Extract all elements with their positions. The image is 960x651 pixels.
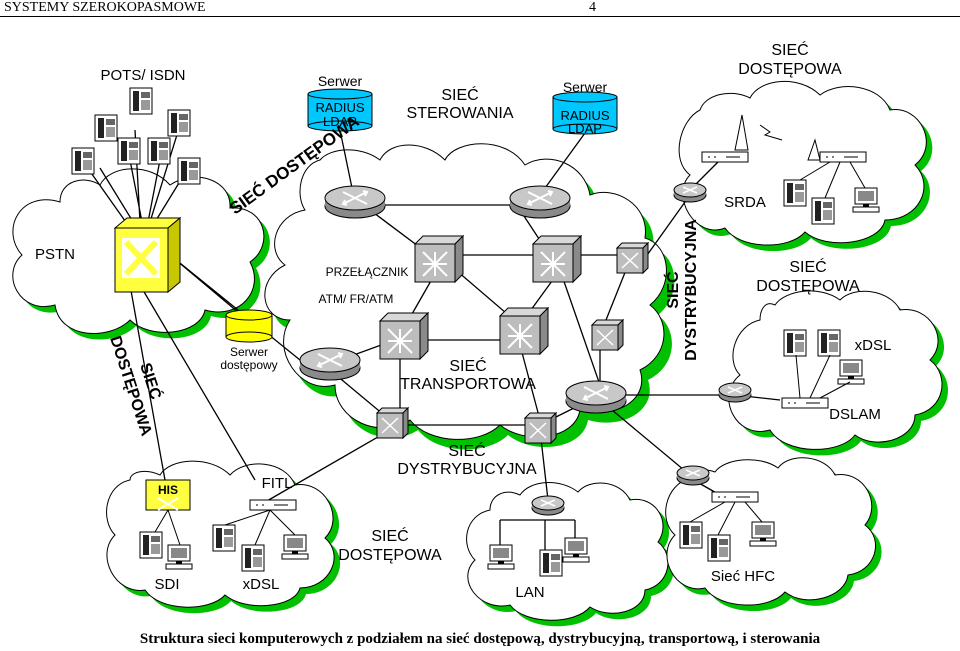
router-dslam [718,382,752,403]
router-top-right [509,185,571,219]
label-ldap-right: LDAP [568,121,602,136]
atm-switch-3 [379,312,429,360]
label-siec-transportowa-1: SIEĆ [449,356,486,375]
label-siec-dystrybucyjna-2: DYSTRYBUCYJNA [397,461,537,478]
router-right [565,380,627,414]
router-left [299,347,361,381]
dist-switch-3 [376,407,409,439]
router-lan [531,495,565,516]
label-przelacznik: PRZEŁĄCZNIK [326,265,409,279]
label-his: HIS [158,483,178,497]
label-siec-dostepowa-tr-1: SIEĆ [771,40,808,59]
atm-switch-4 [499,307,549,355]
srda-equipment [701,114,880,225]
access-cloud-top-right [678,81,933,252]
label-xdsl-bottom: xDSL [243,576,280,593]
page-header: SYSTEMY SZEROKOPASMOWE 4 [0,0,960,17]
hfc-equipment [679,491,777,562]
label-siec-dostepowa-tr-2: DOSTĘPOWA [738,61,842,78]
radius-server-right [552,91,618,135]
pstn-exchange [113,216,182,294]
label-fitl: FITL [262,475,293,492]
figure-caption: Struktura sieci komputerowych z podziałe… [139,631,821,647]
access-cloud-mid-right [728,290,948,456]
router-top-left [324,185,386,219]
dist-switch-2 [591,319,624,351]
radius-server-left [307,88,373,132]
label-srda: SRDA [724,194,766,211]
atm-switch-2 [532,235,582,283]
label-serwer-left: Serwer [318,73,363,89]
label-serwer-dostepowy-1: Serwer [230,345,268,359]
access-server [225,309,273,343]
label-siec-dostepowa-mr-2: DOSTĘPOWA [756,278,860,295]
router-srda [673,182,707,203]
label-sdi: SDI [154,576,179,593]
header-title: SYSTEMY SZEROKOPASMOWE [4,0,206,15]
label-siec-dystrybucyjna-v-2: DYSTRYBUCYJNA [683,219,700,361]
label-ldap-left: LDAP [323,114,357,129]
label-radius-right: RADIUS [560,108,609,123]
page-number: 4 [589,0,596,15]
his-device [145,479,191,511]
sdi-xdsl-equipment [139,509,309,572]
label-radius-left: RADIUS [315,100,364,115]
label-siec-transportowa-2: TRANSPORTOWA [400,376,536,393]
dist-switch-1 [616,242,649,274]
label-serwer-dostepowy-2: dostępowy [220,358,277,372]
label-siec-sterowania-2: STEROWANIA [407,105,514,122]
label-serwer-right: Serwer [563,79,608,95]
fitl-modem [249,499,297,511]
label-lan: LAN [515,584,544,601]
label-siec-dostepowa-b-2: DOSTĘPOWA [338,547,442,564]
label-pstn: PSTN [35,246,75,263]
label-siec-sterowania-1: SIEĆ [441,85,478,104]
network-links [81,124,781,550]
label-dslam: DSLAM [829,406,881,423]
label-atm-fr: ATM/ FR/ATM [319,292,394,306]
label-siec-dystrybucyjna-1: SIEĆ [448,441,485,460]
dist-switch-4 [524,412,557,444]
label-siec-dostepowa-b-1: SIEĆ [371,526,408,545]
dslam-equipment [781,329,865,409]
label-siec-hfc: Sieć HFC [711,568,775,585]
label-siec-dystrybucyjna-v-1: SIEĆ [663,271,682,309]
router-hfc [676,465,710,486]
label-xdsl-right: xDSL [855,337,892,354]
label-pots-isdn: POTS/ ISDN [100,67,185,84]
label-siec-dostepowa-mr-1: SIEĆ [789,257,826,276]
atm-switch-1 [414,235,464,283]
